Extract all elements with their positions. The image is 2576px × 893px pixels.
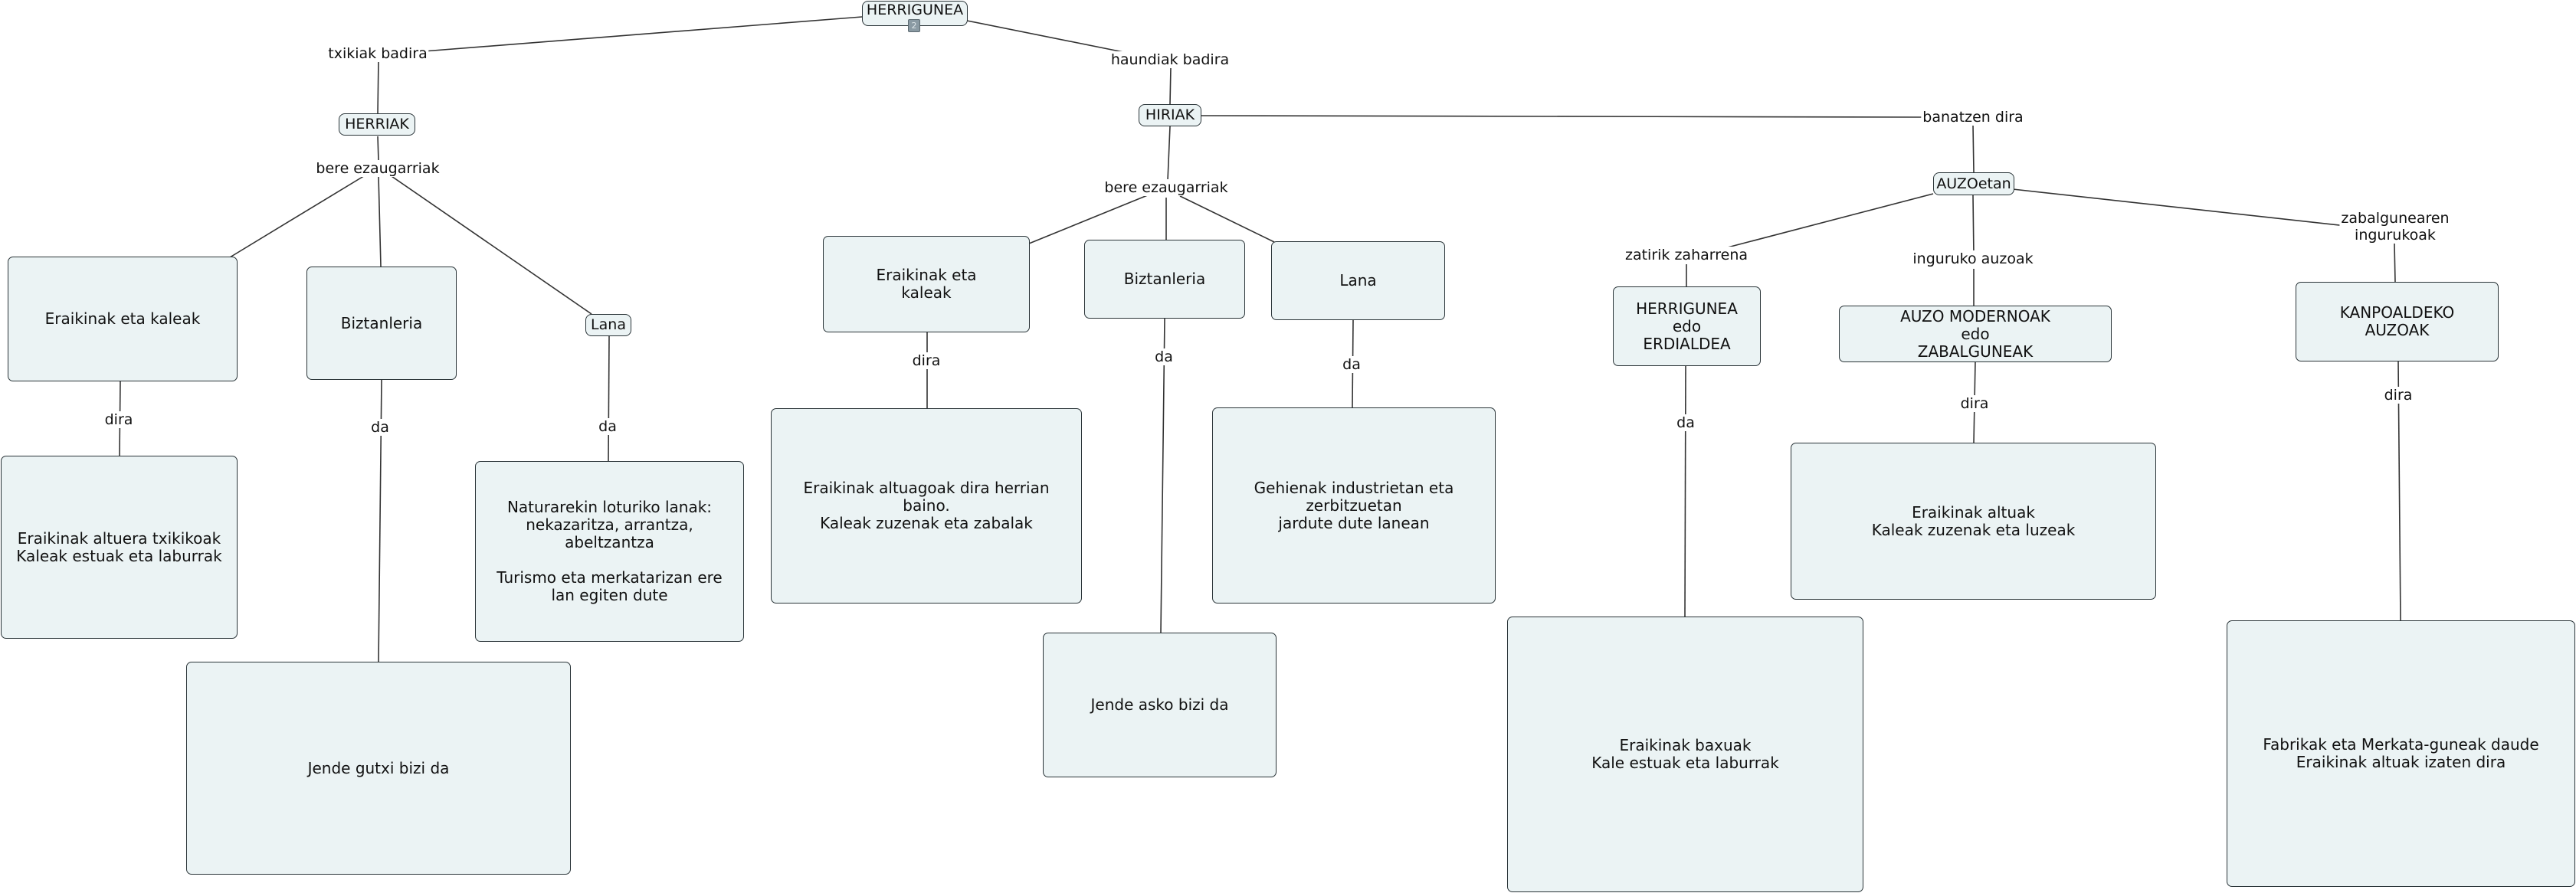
root-label: HERRIGUNEA [866,2,964,18]
concept-herriak-lana-desc[interactable]: Naturarekin loturiko lanak: nekazaritza,… [475,461,744,642]
link-label-a-moderno-dira: dira [1958,395,1991,412]
concept-herriak-eraikinak-desc-text: Eraikinak altuera txikikoak Kaleak estua… [16,528,222,565]
link-label-zatirik: zatirik zaharrena [1623,247,1750,263]
concept-hiriak-lana-desc-text: Gehienak industrietan eta zerbitzuetan j… [1254,478,1454,532]
concept-hiriak-biztanleria-label: Biztanleria [1123,270,1206,288]
concept-herriak-biztanleria[interactable]: Biztanleria [306,267,457,380]
concept-auzo-modernoak-desc-text: Eraikinak altuak Kaleak zuzenak eta luze… [1871,502,2076,539]
link-label-c-eraikinak-dira: dira [910,352,942,369]
concept-herriak-biztanleria-label: Biztanleria [340,313,423,332]
concept-hiriak-eraikinak[interactable]: Eraikinak eta kaleak [823,236,1030,332]
concept-herriak-eraikinak-desc[interactable]: Eraikinak altuera txikikoak Kaleak estua… [1,456,238,639]
concept-auzo-kanpoaldeko-desc-text: Fabrikak eta Merkata-guneak daude Eraiki… [2263,735,2539,771]
concept-hiriak-biztanleria-desc[interactable]: Jende asko bizi da [1043,633,1277,777]
link-label-inguruko: inguruko auzoak [1911,250,2035,267]
concept-hiriak-lana[interactable]: Lana [1271,241,1445,320]
link-label-a-kanpo-dira: dira [2382,387,2414,404]
link-label-h-lana-da: da [597,418,618,435]
concept-herriak-lana[interactable]: Lana [585,314,631,336]
concept-auzoetan[interactable]: AUZOetan [1933,172,2014,195]
link-label-zabalgune: zabalgunearen ingurukoak [2339,210,2451,244]
concept-hiriak-lana-desc[interactable]: Gehienak industrietan eta zerbitzuetan j… [1212,407,1496,604]
link-label-haundiak: haundiak badira [1109,51,1231,68]
concept-auzo-erdialdea[interactable]: HERRIGUNEA edo ERDIALDEA [1613,286,1761,366]
concept-auzo-erdialdea-desc-text: Eraikinak baxuak Kale estuak eta laburra… [1591,736,1779,772]
concept-hiriak[interactable]: HIRIAK [1139,104,1201,126]
concept-hiriak-lana-label: Lana [1339,271,1377,289]
concept-herriak-eraikinak-label: Eraikinak eta kaleak [44,309,201,328]
link-label-banatzen: banatzen dira [1921,109,2025,126]
concept-herriak-lana-desc-text: Naturarekin loturiko lanak: nekazaritza,… [497,498,723,604]
concept-auzoetan-label: AUZOetan [1936,175,2011,192]
link-label-c-biztanleria-da: da [1153,348,1175,365]
link-label-txikiak: txikiak badira [326,45,429,62]
link-label-herriak-ezaugarriak: bere ezaugarriak [314,160,441,177]
concept-hiriak-biztanleria-desc-text: Jende asko bizi da [1090,695,1229,714]
concept-auzo-modernoak[interactable]: AUZO MODERNOAK edo ZABALGUNEAK [1839,306,2112,362]
concept-auzo-kanpoaldeko-desc[interactable]: Fabrikak eta Merkata-guneak daude Eraiki… [2227,620,2575,887]
concept-herriak-biztanleria-desc-text: Jende gutxi bizi da [307,758,450,777]
concept-auzo-erdialdea-desc[interactable]: Eraikinak baxuak Kale estuak eta laburra… [1507,617,1863,892]
concept-herriak-biztanleria-desc[interactable]: Jende gutxi bizi da [186,662,571,875]
link-label-hiriak-ezaugarriak: bere ezaugarriak [1103,179,1230,196]
link-label-c-lana-da: da [1341,356,1362,373]
concept-herriak-lana-label: Lana [591,316,626,333]
concept-hiriak-eraikinak-desc[interactable]: Eraikinak altuagoak dira herrian baino. … [771,408,1082,604]
concept-herriak[interactable]: HERRIAK [339,113,415,136]
concept-hiriak-label: HIRIAK [1145,106,1195,123]
concept-hiriak-biztanleria[interactable]: Biztanleria [1084,240,1245,319]
concept-hiriak-eraikinak-desc-text: Eraikinak altuagoak dira herrian baino. … [803,479,1050,532]
concept-auzo-kanpoaldeko-label: KANPOALDEKO AUZOAK [2339,303,2455,339]
link-label-h-biztanleria-da: da [369,419,391,436]
concept-auzo-modernoak-label: AUZO MODERNOAK edo ZABALGUNEAK [1900,306,2050,361]
concept-auzo-modernoak-desc[interactable]: Eraikinak altuak Kaleak zuzenak eta luze… [1791,443,2156,600]
concept-herriak-eraikinak[interactable]: Eraikinak eta kaleak [8,257,238,381]
concept-hiriak-eraikinak-label: Eraikinak eta kaleak [876,266,977,302]
link-label-h-eraikinak-dira: dira [103,411,135,428]
concept-auzo-kanpoaldeko[interactable]: KANPOALDEKO AUZOAK [2296,282,2499,361]
concept-herriak-label: HERRIAK [345,116,409,132]
concept-auzo-erdialdea-label: HERRIGUNEA edo ERDIALDEA [1636,299,1738,353]
link-label-a-erdialdea-da: da [1675,414,1696,431]
collapse-badge-icon[interactable]: 2 [908,19,920,32]
